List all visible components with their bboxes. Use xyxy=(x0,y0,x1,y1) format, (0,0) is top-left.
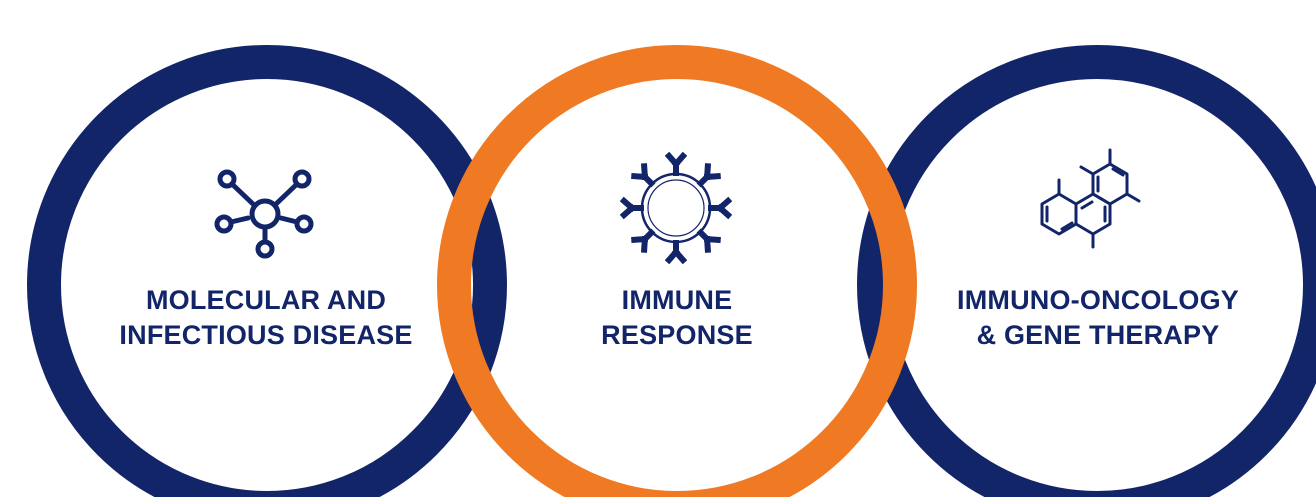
label-immuno-oncology-gene-therapy: IMMUNO-ONCOLOGY & GENE THERAPY xyxy=(938,283,1258,353)
label-line: & GENE THERAPY xyxy=(976,320,1220,350)
label-immune-response: IMMUNE RESPONSE xyxy=(517,283,837,353)
ring-immune xyxy=(437,45,917,497)
antibody-cell-icon xyxy=(619,151,733,265)
label-molecular-infectious-disease: MOLECULAR AND INFECTIOUS DISEASE xyxy=(106,283,426,353)
label-line: IMMUNO-ONCOLOGY xyxy=(957,285,1239,315)
label-line: IMMUNE xyxy=(621,285,733,315)
label-line: RESPONSE xyxy=(601,320,753,350)
label-line: INFECTIOUS DISEASE xyxy=(119,320,413,350)
ring-immuno-oncology xyxy=(857,45,1316,497)
label-line: MOLECULAR AND xyxy=(145,285,387,315)
ring-molecular xyxy=(27,45,507,497)
polycyclic-compound-icon xyxy=(1040,148,1141,249)
molecule-network-icon xyxy=(214,169,314,259)
